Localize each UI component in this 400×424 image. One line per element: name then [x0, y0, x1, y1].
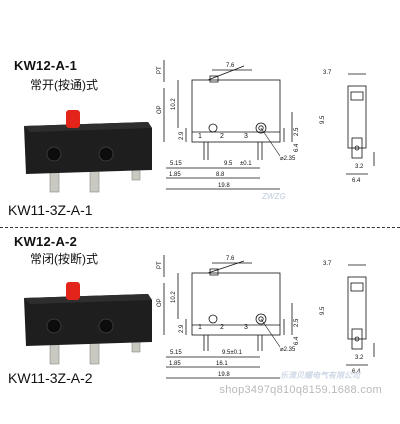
dim-side-height: 9.5 — [320, 115, 326, 124]
pin-label: 2 — [220, 324, 224, 331]
mount-hole — [98, 318, 114, 334]
dim-bottom: 6.4 — [352, 178, 361, 184]
switch-pin — [89, 341, 100, 365]
dimension-drawing: PT OP 7.6 10.2 2.9 3.7 9.5 2.5 6.4 3.2 6… — [157, 255, 375, 379]
dimension-drawing: PT OP 7.6 10.2 2.9 3.7 9.5 2.5 6.4 3.2 6… — [157, 60, 375, 190]
dim-d3: 1.85 — [169, 172, 181, 178]
dim-r3: 3.2 — [355, 164, 364, 170]
mount-hole — [46, 146, 62, 162]
mount-hole — [98, 146, 114, 162]
dim-height-1: 10.2 — [171, 98, 177, 110]
dim-hole: ⌀2.35 — [280, 347, 296, 353]
dim-side-width: 3.7 — [323, 70, 332, 76]
part-number: KW11-3Z-A-1 — [8, 202, 93, 218]
dim-pt: PT — [157, 66, 163, 74]
dim-height-1: 10.2 — [171, 291, 177, 303]
switch-pin — [49, 169, 60, 193]
contact-type: 常开(按通)式 — [30, 78, 98, 92]
model-title: KW12-A-1 — [14, 58, 77, 73]
dim-pt: PT — [157, 261, 163, 269]
dim-lever: 7.6 — [226, 256, 235, 262]
switch-pin — [89, 169, 100, 193]
pin-label: 2 — [220, 133, 224, 140]
switch-pin — [49, 341, 60, 365]
dim-d5: 19.8 — [218, 183, 230, 189]
dim-d2: 9.5 — [224, 161, 233, 167]
dim-r2: 6.4 — [294, 336, 300, 345]
actuator-button — [66, 110, 80, 128]
shop-watermark: shop3497q810q8159.1688.com — [219, 384, 382, 396]
section-divider — [0, 227, 400, 228]
dim-d1: 5.15 — [170, 350, 182, 356]
dim-height-2: 2.9 — [179, 131, 185, 140]
dim-side-height: 9.5 — [320, 306, 326, 315]
dim-r1: 2.5 — [294, 127, 300, 136]
pin-label: 3 — [244, 324, 248, 331]
contact-type: 常闭(按断)式 — [30, 252, 98, 266]
dim-op: OP — [157, 105, 163, 114]
pin-label: 3 — [244, 133, 248, 140]
panel-normally-open: KW12-A-1 常开(按通)式 KW11-3Z-A-1 — [8, 58, 375, 218]
model-title: KW12-A-2 — [14, 234, 77, 249]
actuator-button — [66, 282, 80, 300]
panel-normally-closed: KW12-A-2 常闭(按断)式 KW11-3Z-A-2 — [0, 192, 400, 400]
dim-hole: ⌀2.35 — [280, 156, 296, 162]
dim-op: OP — [157, 298, 163, 307]
dim-bottom: 6.4 — [352, 369, 361, 375]
dim-d2-tol: ±0.1 — [240, 161, 252, 167]
dim-r1: 2.5 — [294, 318, 300, 327]
dim-r2: 6.4 — [294, 143, 300, 152]
company-watermark: 乐清贝耀电气有限公司 — [280, 371, 360, 380]
dim-d4: 16.1 — [216, 361, 228, 367]
dim-lever: 7.6 — [226, 63, 235, 69]
brand-watermark: ZWZG — [262, 192, 286, 201]
dim-d5: 19.8 — [218, 372, 230, 378]
dim-height-2: 2.9 — [179, 324, 185, 333]
dim-d3: 1.85 — [169, 361, 181, 367]
switch-photo — [24, 282, 152, 365]
switch-photo — [24, 110, 152, 193]
mount-hole — [46, 318, 62, 334]
dim-d2: 9.5±0.1 — [222, 350, 243, 356]
dim-d4: 8.8 — [216, 172, 225, 178]
pin-label: 1 — [198, 133, 202, 140]
part-number: KW11-3Z-A-2 — [8, 370, 93, 386]
dim-r3: 3.2 — [355, 355, 364, 361]
pin-label: 1 — [198, 324, 202, 331]
dim-side-width: 3.7 — [323, 261, 332, 267]
dim-d1: 5.15 — [170, 161, 182, 167]
